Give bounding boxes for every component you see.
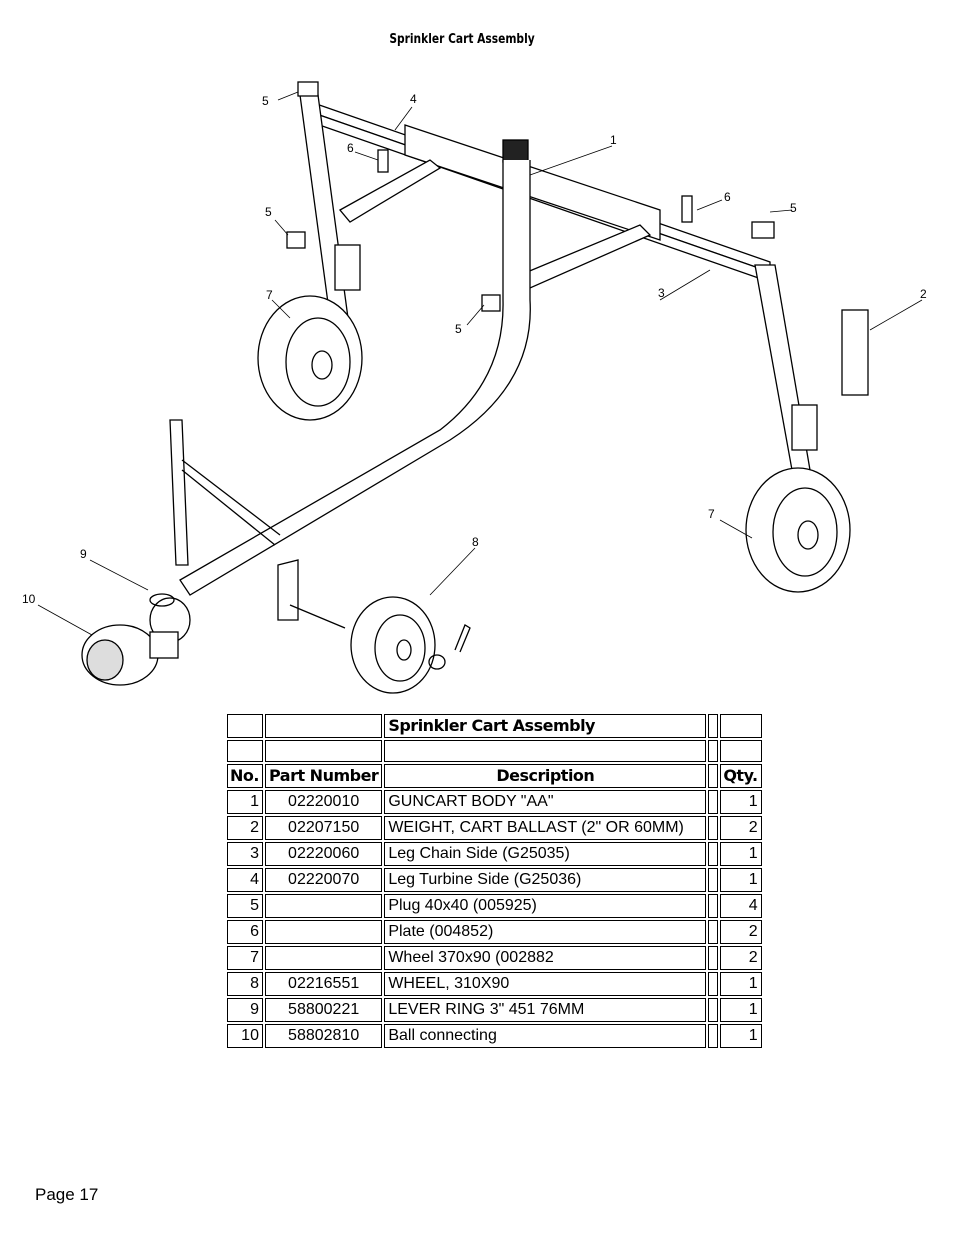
table-title-row: Sprinkler Cart Assembly <box>227 714 762 738</box>
main-tube <box>179 139 531 596</box>
plate-6b <box>681 195 693 223</box>
callout-2: 2 <box>920 287 927 301</box>
callout-5a: 5 <box>262 94 269 108</box>
callout-9: 9 <box>80 547 87 561</box>
callout-5b: 5 <box>265 205 272 219</box>
wheel-7-right <box>745 467 851 593</box>
right-leg <box>754 264 818 471</box>
frame-crossbar <box>304 99 771 289</box>
wheel-7-left <box>257 295 363 421</box>
callout-7a: 7 <box>266 288 273 302</box>
handle <box>169 419 281 566</box>
cart-assembly-diagram: 1 2 3 4 5 5 5 5 6 6 7 7 8 9 10 <box>22 81 927 694</box>
callout-6b: 6 <box>724 190 731 204</box>
table-title: Sprinkler Cart Assembly <box>384 714 707 738</box>
plug-5b <box>481 294 501 312</box>
parts-table: Sprinkler Cart Assembly No. Part Number … <box>225 712 764 1050</box>
callout-6a: 6 <box>347 141 354 155</box>
plug-top-left <box>297 81 319 97</box>
callout-4: 4 <box>410 92 417 106</box>
callout-5c: 5 <box>455 322 462 336</box>
wheel-8 <box>350 596 471 694</box>
ball-connecting <box>81 624 179 686</box>
header-part-number: Part Number <box>264 764 383 788</box>
plate-6a <box>377 149 389 173</box>
callout-7b: 7 <box>708 507 715 521</box>
plug-5a <box>286 231 306 249</box>
header-qty: Qty. <box>720 764 762 788</box>
callout-10: 10 <box>22 592 36 606</box>
callout-1: 1 <box>610 133 617 147</box>
table-blank-row <box>227 740 762 762</box>
header-no: No. <box>227 764 263 788</box>
header-description: Description <box>384 764 707 788</box>
ballast-weight <box>841 309 869 396</box>
callout-3: 3 <box>658 286 665 300</box>
callout-5d: 5 <box>790 201 797 215</box>
plug-5c <box>751 221 775 239</box>
table-header-row: No. Part Number Description Qty. <box>227 764 762 788</box>
page-number: Page 17 <box>35 1185 99 1204</box>
page-title: Sprinkler Cart Assembly <box>389 32 535 47</box>
callout-8: 8 <box>472 535 479 549</box>
